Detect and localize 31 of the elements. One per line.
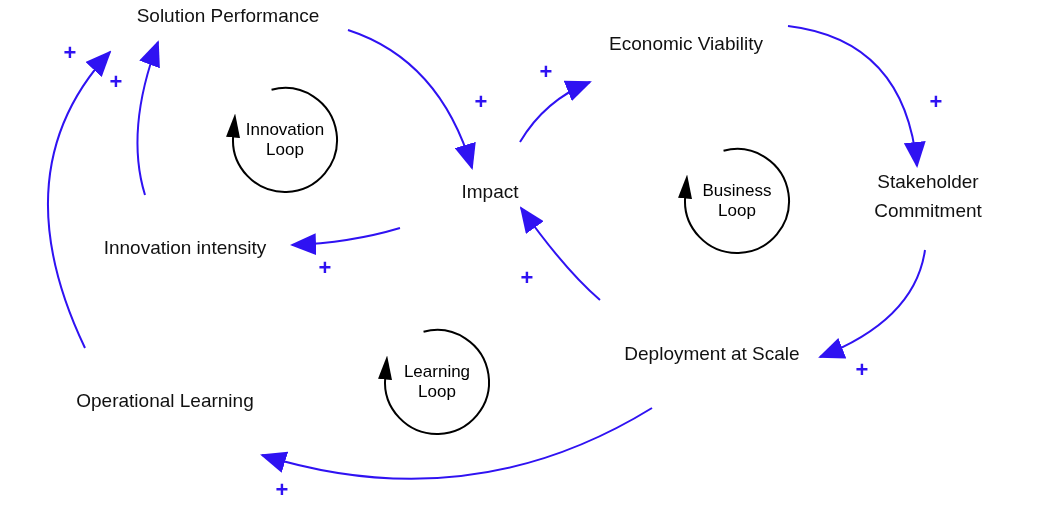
loop-label: Business Loop [701, 180, 773, 222]
polarity-sign: + [109, 71, 123, 93]
loop-indicator [681, 145, 793, 257]
causal-arrow [519, 81, 592, 143]
loop-indicator [229, 84, 341, 196]
polarity-sign: + [855, 359, 869, 381]
loop-indicator [381, 326, 493, 438]
causal-arrow [787, 25, 925, 168]
loop-label: Learning Loop [402, 361, 472, 403]
variable-label: Solution Performance [113, 1, 343, 31]
polarity-sign: + [520, 267, 534, 289]
variable-label: Economic Viability [586, 29, 786, 59]
causal-arrow [519, 206, 601, 301]
polarity-sign: + [474, 91, 488, 113]
causal-arrow [47, 50, 112, 349]
causal-arrow [260, 407, 653, 480]
variable-label: Stakeholder Commitment [858, 166, 998, 226]
polarity-sign: + [275, 479, 289, 501]
causal-arrow [347, 29, 475, 170]
causal-arrow [290, 227, 401, 255]
variable-label: Operational Learning [55, 386, 275, 416]
causal-arrow [818, 249, 926, 358]
variable-label: Innovation intensity [80, 233, 290, 263]
polarity-sign: + [318, 257, 332, 279]
causal-arrow [136, 40, 161, 196]
polarity-sign: + [539, 61, 553, 83]
variable-label: Deployment at Scale [607, 339, 817, 369]
polarity-sign: + [63, 42, 77, 64]
loop-label: Innovation Loop [244, 119, 326, 161]
polarity-sign: + [929, 91, 943, 113]
variable-label: Impact [450, 177, 530, 207]
